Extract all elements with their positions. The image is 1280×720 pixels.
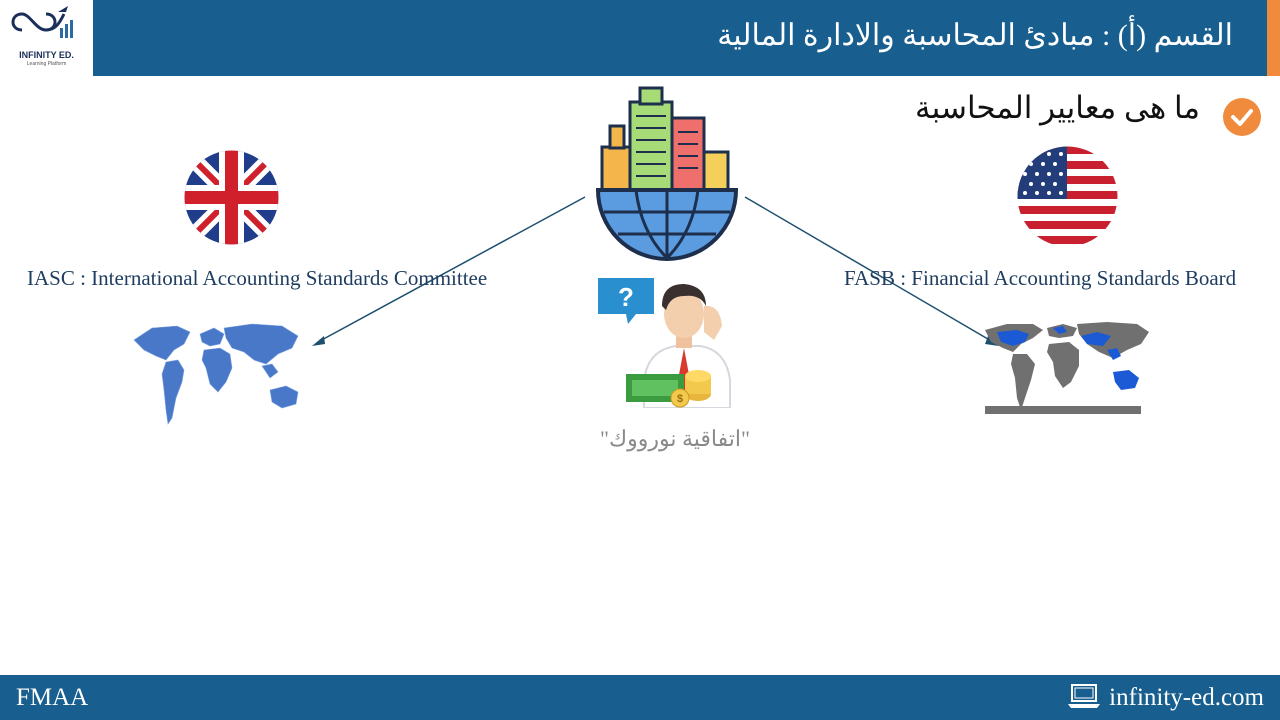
city-globe-icon: [596, 86, 738, 261]
header: INFINITY ED. Learning Platform القسم (أ)…: [0, 0, 1280, 76]
title-bar: القسم (أ) : مبادئ المحاسبة والادارة الما…: [93, 0, 1267, 76]
check-icon: [1223, 98, 1261, 136]
footer: FMAA infinity-ed.com: [0, 675, 1280, 720]
confused-businessman-icon: ? $: [598, 278, 731, 408]
iasc-label: IASC : International Accounting Standard…: [27, 266, 488, 290]
svg-text:$: $: [677, 393, 683, 405]
logo-text: INFINITY ED.: [19, 50, 74, 60]
course-code: FMAA: [16, 684, 89, 711]
fasb-label: FASB : Financial Accounting Standards Bo…: [844, 266, 1237, 290]
logo: INFINITY ED. Learning Platform: [0, 0, 93, 76]
us-flag-icon: [1017, 146, 1118, 247]
page-title: القسم (أ) : مبادئ المحاسبة والادارة الما…: [717, 19, 1233, 52]
laptop-icon: [1068, 684, 1100, 708]
world-map-icon: [985, 322, 1149, 414]
website-link[interactable]: infinity-ed.com: [1109, 684, 1264, 711]
section-subtitle: ما هى معايير المحاسبة: [915, 90, 1200, 125]
world-map-icon: [133, 323, 299, 425]
norwalk-agreement-caption: "اتفاقية نورووك": [600, 426, 750, 451]
logo-subtext: Learning Platform: [26, 61, 67, 67]
infinity-logo-icon: [11, 6, 73, 38]
question-mark-icon: ?: [618, 282, 634, 312]
title-accent-bar: [1267, 0, 1280, 76]
uk-flag-icon: [184, 150, 279, 245]
arrow-left-icon: [312, 196, 586, 346]
